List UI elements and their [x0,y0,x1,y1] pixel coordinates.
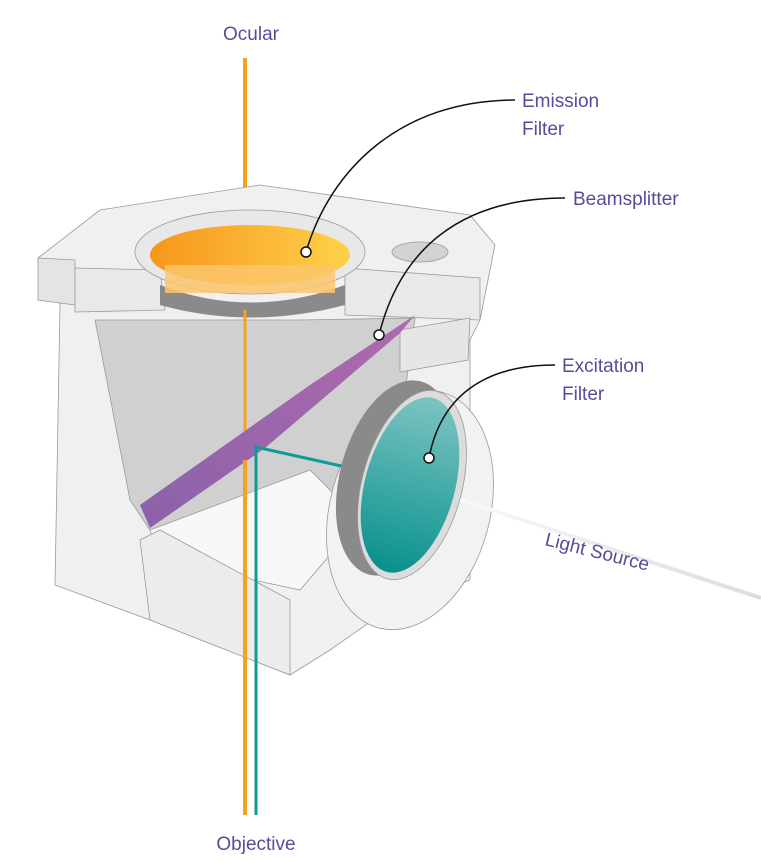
emission-filter-label-1: Emission [522,91,599,112]
excitation-leader [428,364,556,459]
emission-filter-marker [300,246,312,258]
emission-filter-label-2: Filter [522,119,565,140]
leader-lines [305,99,566,459]
beamsplitter-marker [373,329,385,341]
light-source-label: Light Source [543,529,652,575]
beamsplitter-mirror [140,315,415,528]
beamsplitter-leader [378,197,566,336]
excitation-filter-label-2: Filter [562,384,605,405]
excitation-filter-marker [423,452,435,464]
beamsplitter-label: Beamsplitter [573,189,679,210]
excitation-filter [335,380,467,580]
emission-leader [305,99,516,253]
ocular-label: Ocular [223,24,280,45]
excitation-filter-label-1: Excitation [562,356,644,377]
objective-label: Objective [216,834,295,855]
emission-filter [134,209,366,318]
